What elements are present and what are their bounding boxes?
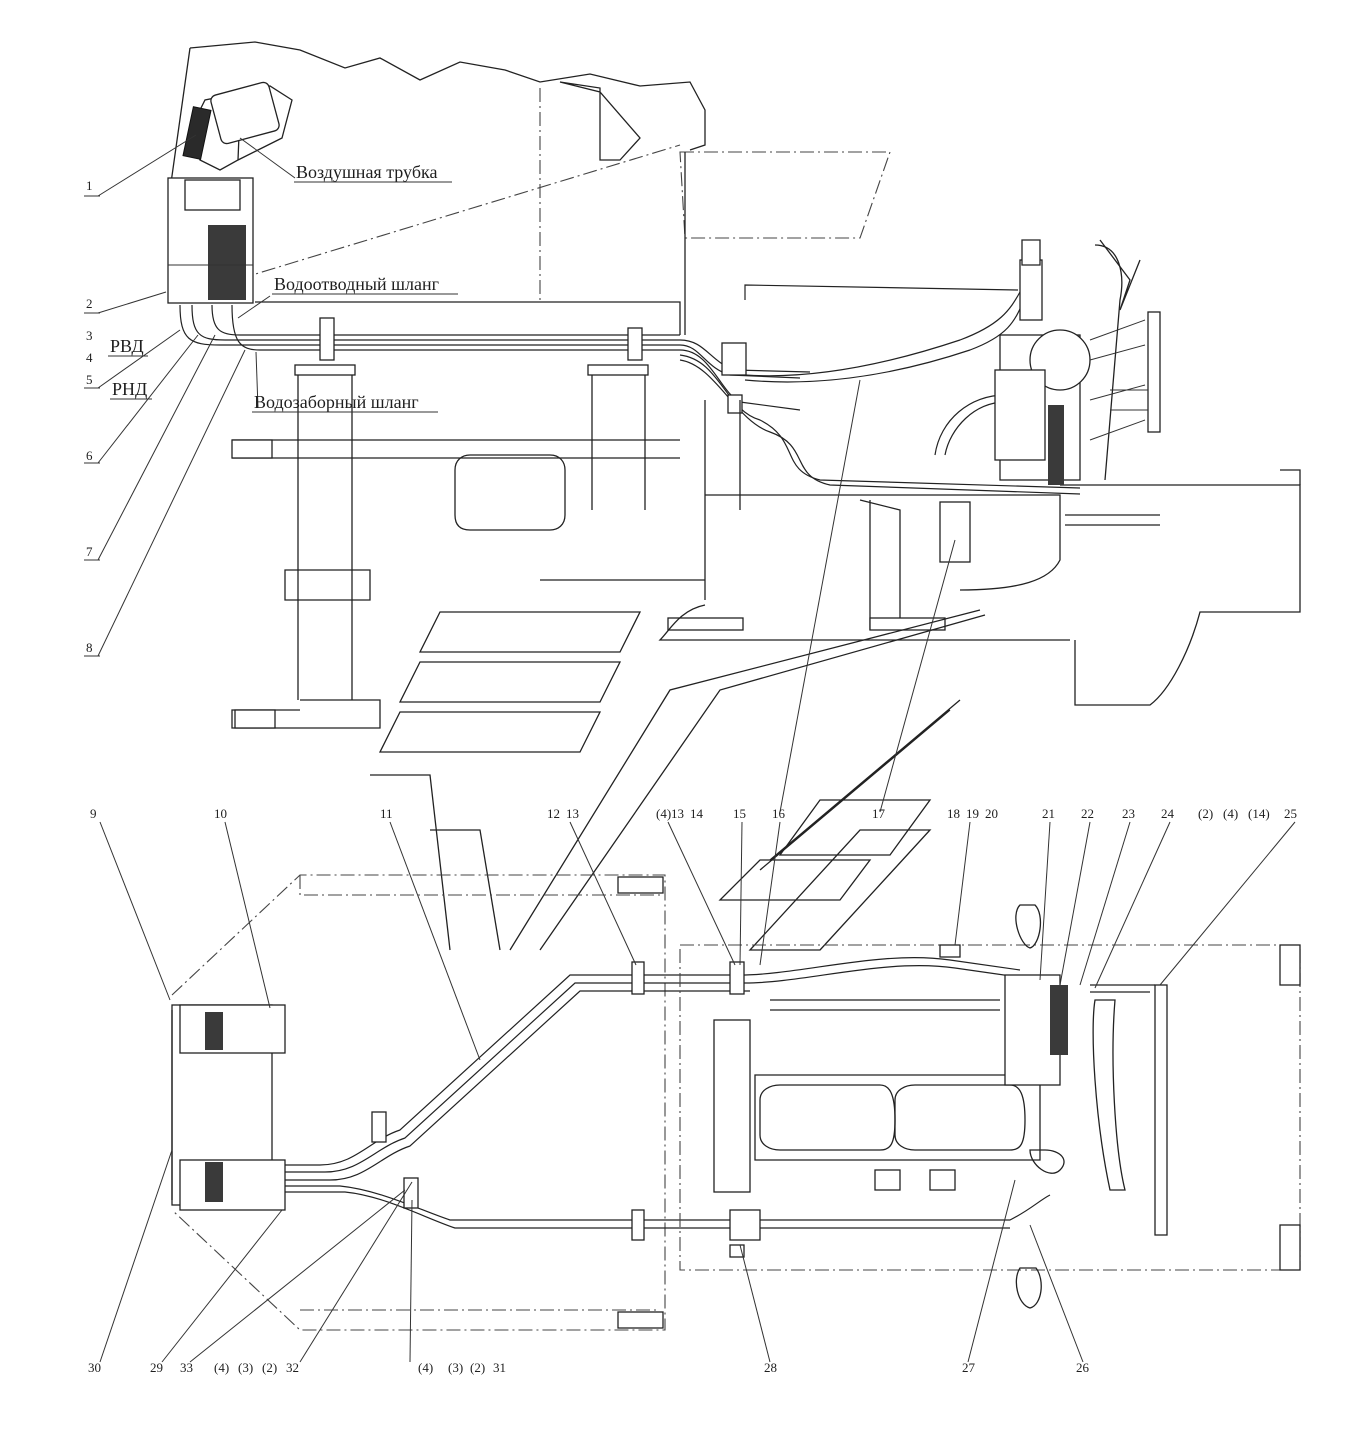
upper-view bbox=[167, 41, 1301, 951]
callout-14-paren: (14) bbox=[1248, 806, 1270, 821]
callout-2: 2 bbox=[86, 296, 93, 311]
callout-33: 33 bbox=[180, 1360, 193, 1375]
upper-callout-leaders bbox=[97, 134, 956, 813]
upper-text-labels: Воздушная трубка Водоотводный шланг Водо… bbox=[110, 162, 439, 412]
lower-callout-leaders bbox=[99, 821, 1296, 1363]
callout-4-paren-d: (4) bbox=[418, 1360, 433, 1375]
label-rvd: РВД bbox=[110, 336, 144, 356]
callout-3: 3 bbox=[86, 328, 93, 343]
callout-30: 30 bbox=[88, 1360, 101, 1375]
callout-5: 5 bbox=[86, 372, 93, 387]
callout-underlines bbox=[84, 181, 458, 657]
callout-3-paren-b: (3) bbox=[448, 1360, 463, 1375]
callout-7: 7 bbox=[86, 544, 93, 559]
callout-32: 32 bbox=[286, 1360, 299, 1375]
callout-4-paren-b: (4) bbox=[1223, 806, 1238, 821]
callout-31: 31 bbox=[493, 1360, 506, 1375]
callout-2-paren: (2) bbox=[1198, 806, 1213, 821]
label-rnd: РНД bbox=[112, 379, 147, 399]
callout-4: 4 bbox=[86, 350, 93, 365]
callout-11: 11 bbox=[380, 806, 393, 821]
label-air-tube: Воздушная трубка bbox=[296, 162, 437, 182]
callout-18: 18 bbox=[947, 806, 960, 821]
callout-17: 17 bbox=[872, 806, 886, 821]
callout-8: 8 bbox=[86, 640, 93, 655]
callout-29: 29 bbox=[150, 1360, 163, 1375]
label-intake-hose: Водозаборный шланг bbox=[254, 392, 419, 412]
lower-callouts-top: 9 10 11 12 13 (4) 13 14 15 16 17 18 19 2… bbox=[90, 806, 1297, 821]
callout-13b: 13 bbox=[671, 806, 684, 821]
callout-9: 9 bbox=[90, 806, 97, 821]
lower-callouts-bottom: 30 29 33 (4) (3) (2) 32 (4) (3) (2) 31 2… bbox=[88, 1360, 1090, 1375]
lower-view bbox=[171, 874, 1301, 1331]
callout-10: 10 bbox=[214, 806, 227, 821]
label-drain-hose: Водоотводный шланг bbox=[274, 274, 439, 294]
callout-25: 25 bbox=[1284, 806, 1297, 821]
callout-4-paren: (4) bbox=[656, 806, 671, 821]
callout-16: 16 bbox=[772, 806, 786, 821]
callout-12: 12 bbox=[547, 806, 560, 821]
callout-13: 13 bbox=[566, 806, 579, 821]
callout-24: 24 bbox=[1161, 806, 1175, 821]
callout-27: 27 bbox=[962, 1360, 976, 1375]
callout-1: 1 bbox=[86, 178, 93, 193]
callout-28: 28 bbox=[764, 1360, 777, 1375]
callout-15: 15 bbox=[733, 806, 746, 821]
callout-26: 26 bbox=[1076, 1360, 1090, 1375]
callout-3-paren: (3) bbox=[238, 1360, 253, 1375]
callout-19: 19 bbox=[966, 806, 979, 821]
callout-21: 21 bbox=[1042, 806, 1055, 821]
upper-callouts: 1 2 3 4 5 6 7 8 bbox=[86, 178, 93, 655]
callout-22: 22 bbox=[1081, 806, 1094, 821]
callout-14: 14 bbox=[690, 806, 704, 821]
callout-23: 23 bbox=[1122, 806, 1135, 821]
callout-20: 20 bbox=[985, 806, 998, 821]
callout-4-paren-c: (4) bbox=[214, 1360, 229, 1375]
callout-2-paren-b: (2) bbox=[262, 1360, 277, 1375]
callout-2-paren-c: (2) bbox=[470, 1360, 485, 1375]
callout-6: 6 bbox=[86, 448, 93, 463]
